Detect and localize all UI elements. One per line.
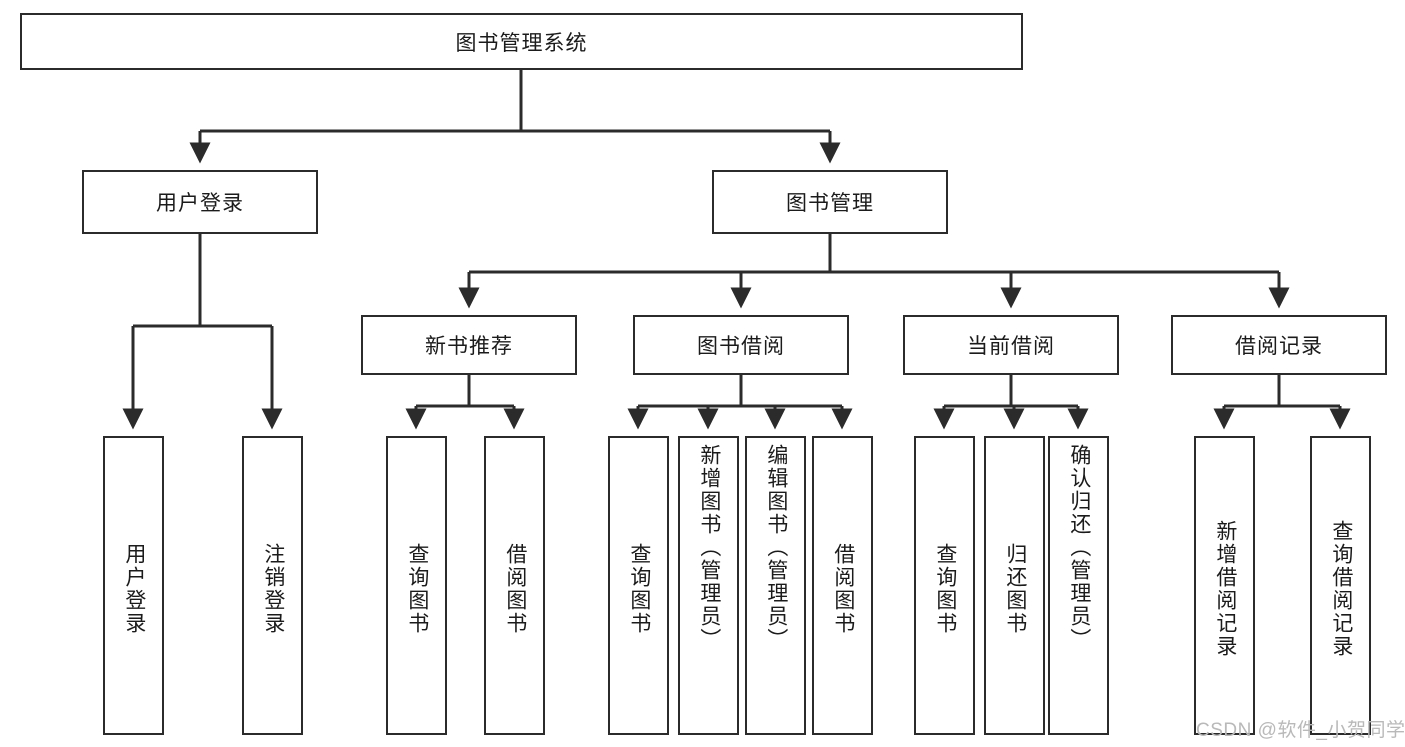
- node-leaf-user-login[interactable]: 用户登录: [103, 436, 164, 735]
- node-current-borrow-label: 当前借阅: [967, 335, 1055, 358]
- node-leaf-borrow-book-2-label: 借阅图书: [831, 542, 855, 635]
- node-leaf-add-book-label: 新增图书（管理员）: [697, 444, 721, 651]
- watermark-text: CSDN @软件_小贺同学: [1196, 720, 1405, 741]
- node-book-borrow[interactable]: 图书借阅: [633, 315, 849, 375]
- node-leaf-query-book-1-label: 查询图书: [405, 542, 429, 635]
- node-leaf-edit-book-label: 编辑图书（管理员）: [764, 444, 788, 651]
- node-leaf-return-book[interactable]: 归还图书: [984, 436, 1045, 735]
- node-root-label: 图书管理系统: [455, 31, 588, 55]
- node-leaf-user-logout[interactable]: 注销登录: [242, 436, 303, 735]
- node-leaf-query-book-3[interactable]: 查询图书: [914, 436, 975, 735]
- node-user-login[interactable]: 用户登录: [82, 170, 318, 234]
- node-leaf-borrow-book-1-label: 借阅图书: [503, 542, 527, 635]
- node-book-manage-label: 图书管理: [786, 192, 874, 215]
- node-leaf-user-logout-label: 注销登录: [261, 542, 285, 635]
- node-leaf-return-book-label: 归还图书: [1003, 542, 1027, 635]
- node-leaf-edit-book[interactable]: 编辑图书（管理员）: [745, 436, 806, 735]
- node-root[interactable]: 图书管理系统: [20, 13, 1023, 70]
- node-leaf-query-book-2-label: 查询图书: [627, 542, 651, 635]
- node-leaf-query-record-label: 查询借阅记录: [1329, 519, 1353, 658]
- node-book-manage[interactable]: 图书管理: [712, 170, 948, 234]
- node-leaf-add-record-label: 新增借阅记录: [1213, 519, 1237, 658]
- node-user-login-label: 用户登录: [156, 192, 244, 215]
- node-leaf-borrow-book-2[interactable]: 借阅图书: [812, 436, 873, 735]
- node-leaf-confirm-return-label: 确认归还（管理员）: [1067, 444, 1091, 651]
- node-leaf-add-record[interactable]: 新增借阅记录: [1194, 436, 1255, 735]
- node-leaf-borrow-book-1[interactable]: 借阅图书: [484, 436, 545, 735]
- node-leaf-user-login-label: 用户登录: [122, 542, 146, 635]
- node-borrow-record-label: 借阅记录: [1235, 335, 1323, 358]
- node-leaf-confirm-return[interactable]: 确认归还（管理员）: [1048, 436, 1109, 735]
- node-borrow-record[interactable]: 借阅记录: [1171, 315, 1387, 375]
- node-new-book-recommend[interactable]: 新书推荐: [361, 315, 577, 375]
- node-current-borrow[interactable]: 当前借阅: [903, 315, 1119, 375]
- node-leaf-query-record[interactable]: 查询借阅记录: [1310, 436, 1371, 735]
- node-leaf-add-book[interactable]: 新增图书（管理员）: [678, 436, 739, 735]
- node-book-borrow-label: 图书借阅: [697, 335, 785, 358]
- node-leaf-query-book-2[interactable]: 查询图书: [608, 436, 669, 735]
- node-leaf-query-book-3-label: 查询图书: [933, 542, 957, 635]
- node-leaf-query-book-1[interactable]: 查询图书: [386, 436, 447, 735]
- node-new-book-recommend-label: 新书推荐: [425, 335, 513, 358]
